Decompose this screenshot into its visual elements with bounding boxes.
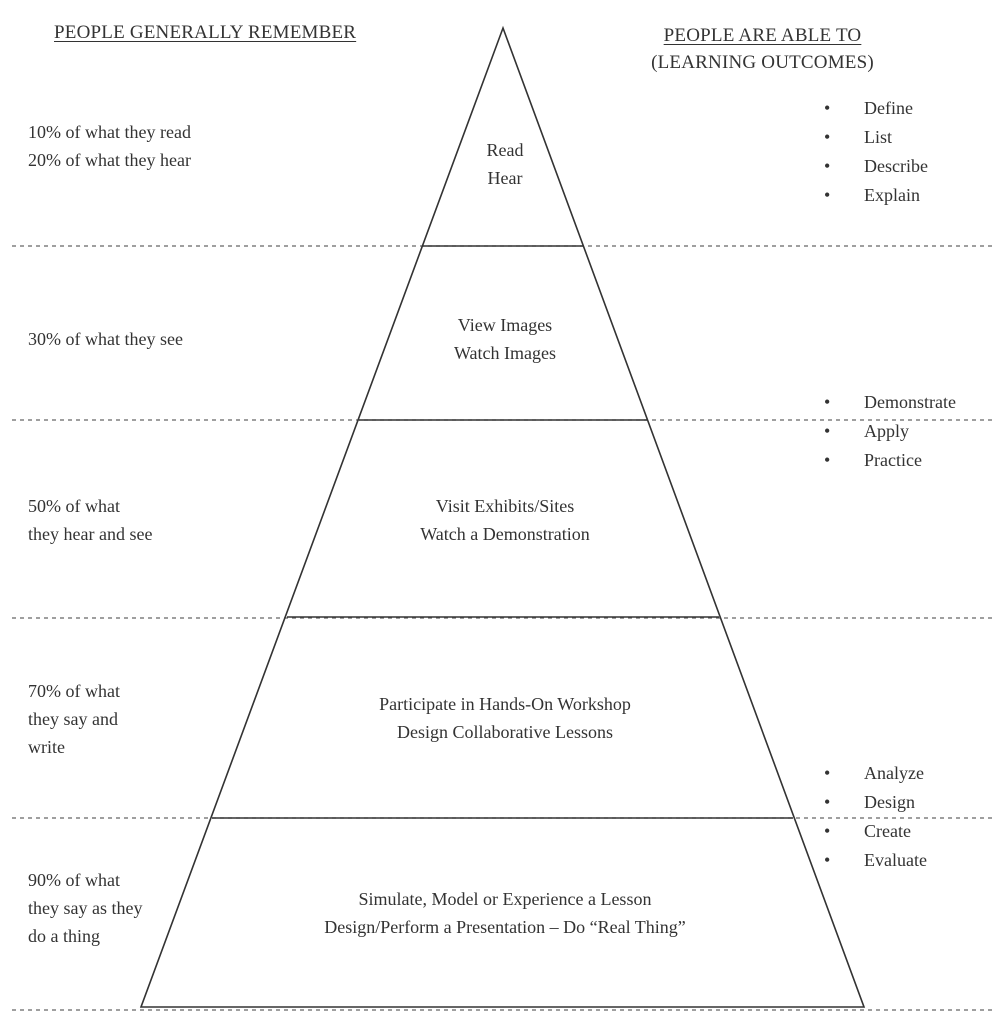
remember-text-tier-2: 30% of what they see <box>28 329 183 349</box>
tier-activities-3: Visit Exhibits/Sites Watch a Demonstrati… <box>420 496 590 544</box>
outcomes-list-3: Analyze Design Create Evaluate <box>822 759 927 875</box>
remember-text-tier-1: 10% of what they read 20% of what they h… <box>28 122 191 170</box>
outcome-item: Practice <box>822 446 956 475</box>
outcome-item: Create <box>822 817 927 846</box>
remember-text-tier-5: 90% of what they say as they do a thing <box>28 870 143 946</box>
outcomes-list-1: Define List Describe Explain <box>822 94 928 210</box>
tier-activities-5: Simulate, Model or Experience a Lesson D… <box>324 889 686 937</box>
outcome-item: Demonstrate <box>822 388 956 417</box>
remember-text-tier-3: 50% of what they hear and see <box>28 496 153 544</box>
outcome-item: List <box>822 123 928 152</box>
tier-activities-1: Read Hear <box>486 140 524 188</box>
outcomes-header-line2: (LEARNING OUTCOMES) <box>651 52 874 73</box>
tier-activities-4: Participate in Hands-On Workshop Design … <box>379 694 631 742</box>
outcome-item: Evaluate <box>822 846 927 875</box>
remember-text-tier-4: 70% of what they say and write <box>28 681 120 757</box>
pyramid-outline <box>139 25 866 1008</box>
outcomes-list-2: Demonstrate Apply Practice <box>822 388 956 475</box>
outcome-item: Define <box>822 94 928 123</box>
outcome-item: Describe <box>822 152 928 181</box>
outcome-item: Explain <box>822 181 928 210</box>
outcomes-header: PEOPLE ARE ABLE TO (LEARNING OUTCOMES) <box>600 22 925 76</box>
outcome-item: Design <box>822 788 927 817</box>
outcome-item: Analyze <box>822 759 927 788</box>
tier-activities-2: View Images Watch Images <box>453 315 556 363</box>
outcomes-header-line1: PEOPLE ARE ABLE TO <box>663 25 862 46</box>
outcome-item: Apply <box>822 417 956 446</box>
remember-header: PEOPLE GENERALLY REMEMBER <box>54 22 357 43</box>
